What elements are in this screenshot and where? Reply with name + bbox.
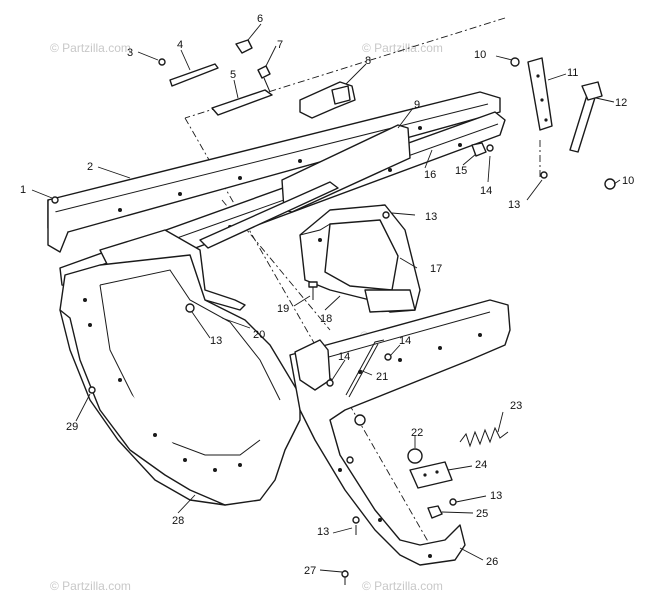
watermark-bottom-left: © Partzilla.com bbox=[50, 579, 131, 593]
part-8-latch bbox=[299, 81, 356, 119]
leader-lines bbox=[31, 23, 621, 573]
watermark-top-left: © Partzilla.com bbox=[50, 41, 131, 55]
callout-17: 17 bbox=[430, 263, 442, 275]
callout-9: 9 bbox=[414, 99, 420, 111]
callout-11: 11 bbox=[567, 67, 578, 79]
callout-13-center: 13 bbox=[425, 211, 437, 223]
part-26-lower-rail bbox=[289, 299, 511, 566]
part-10-caps bbox=[510, 57, 616, 190]
callout-14-mid: 14 bbox=[338, 351, 350, 363]
callout-29: 29 bbox=[66, 421, 78, 433]
callout-13-right: 13 bbox=[508, 199, 520, 211]
callout-6: 6 bbox=[257, 13, 263, 25]
callout-21: 21 bbox=[376, 371, 388, 383]
callout-28: 28 bbox=[172, 515, 184, 527]
part-24-bracket bbox=[409, 461, 453, 489]
part-12-strut bbox=[569, 81, 603, 153]
callout-2: 2 bbox=[87, 161, 93, 173]
part-11-rail bbox=[527, 57, 553, 131]
part-4-blade bbox=[169, 63, 219, 87]
part-15-nut bbox=[471, 142, 487, 157]
watermark-bottom-center: © Partzilla.com bbox=[362, 579, 443, 593]
callout-3: 3 bbox=[127, 47, 133, 59]
fasteners bbox=[51, 58, 548, 585]
callout-7: 7 bbox=[277, 39, 283, 51]
callout-10-right: 10 bbox=[622, 175, 634, 187]
callout-14-right: 14 bbox=[399, 335, 411, 347]
callout-19: 19 bbox=[277, 303, 289, 315]
callout-24: 24 bbox=[475, 459, 487, 471]
part-5-strip bbox=[211, 89, 273, 116]
part-2-upper-bar bbox=[47, 91, 501, 253]
part-7-screw bbox=[257, 65, 271, 93]
callout-13-left: 13 bbox=[210, 335, 222, 347]
part-25-nut bbox=[427, 505, 443, 519]
callout-23: 23 bbox=[510, 400, 522, 412]
callout-15: 15 bbox=[455, 165, 467, 177]
callout-14-top: 14 bbox=[480, 185, 492, 197]
part-21-rod bbox=[345, 339, 385, 398]
callout-26: 26 bbox=[486, 556, 498, 568]
callout-16: 16 bbox=[424, 169, 436, 181]
callout-22: 22 bbox=[411, 427, 423, 439]
centerline-main bbox=[184, 117, 431, 546]
callout-10-top: 10 bbox=[474, 49, 486, 61]
part-19-bolt bbox=[308, 281, 318, 300]
callout-5: 5 bbox=[230, 69, 236, 81]
callout-27: 27 bbox=[304, 565, 316, 577]
part-6-cap bbox=[235, 39, 253, 54]
part-9-plate bbox=[199, 124, 411, 249]
callout-18: 18 bbox=[320, 313, 332, 325]
callout-1: 1 bbox=[20, 184, 26, 196]
part-28-body-pan bbox=[59, 254, 301, 506]
callout-12: 12 bbox=[615, 97, 627, 109]
part-17-housing bbox=[299, 204, 421, 313]
callout-4: 4 bbox=[177, 39, 183, 51]
part-23-spring bbox=[459, 426, 509, 448]
part-22-grommet bbox=[354, 414, 423, 464]
callout-20: 20 bbox=[253, 329, 265, 341]
watermark-top-center: © Partzilla.com bbox=[362, 41, 443, 55]
center-lines bbox=[184, 17, 541, 546]
callout-8: 8 bbox=[365, 55, 371, 67]
callout-25: 25 bbox=[476, 508, 488, 520]
callout-13-lower-right: 13 bbox=[490, 490, 502, 502]
callout-13-lower: 13 bbox=[317, 526, 329, 538]
centerline-mid bbox=[221, 199, 331, 331]
callouts: 1 2 3 4 5 6 7 8 9 10 10 11 12 13 13 13 1… bbox=[20, 13, 634, 577]
centerline-top bbox=[184, 17, 506, 119]
